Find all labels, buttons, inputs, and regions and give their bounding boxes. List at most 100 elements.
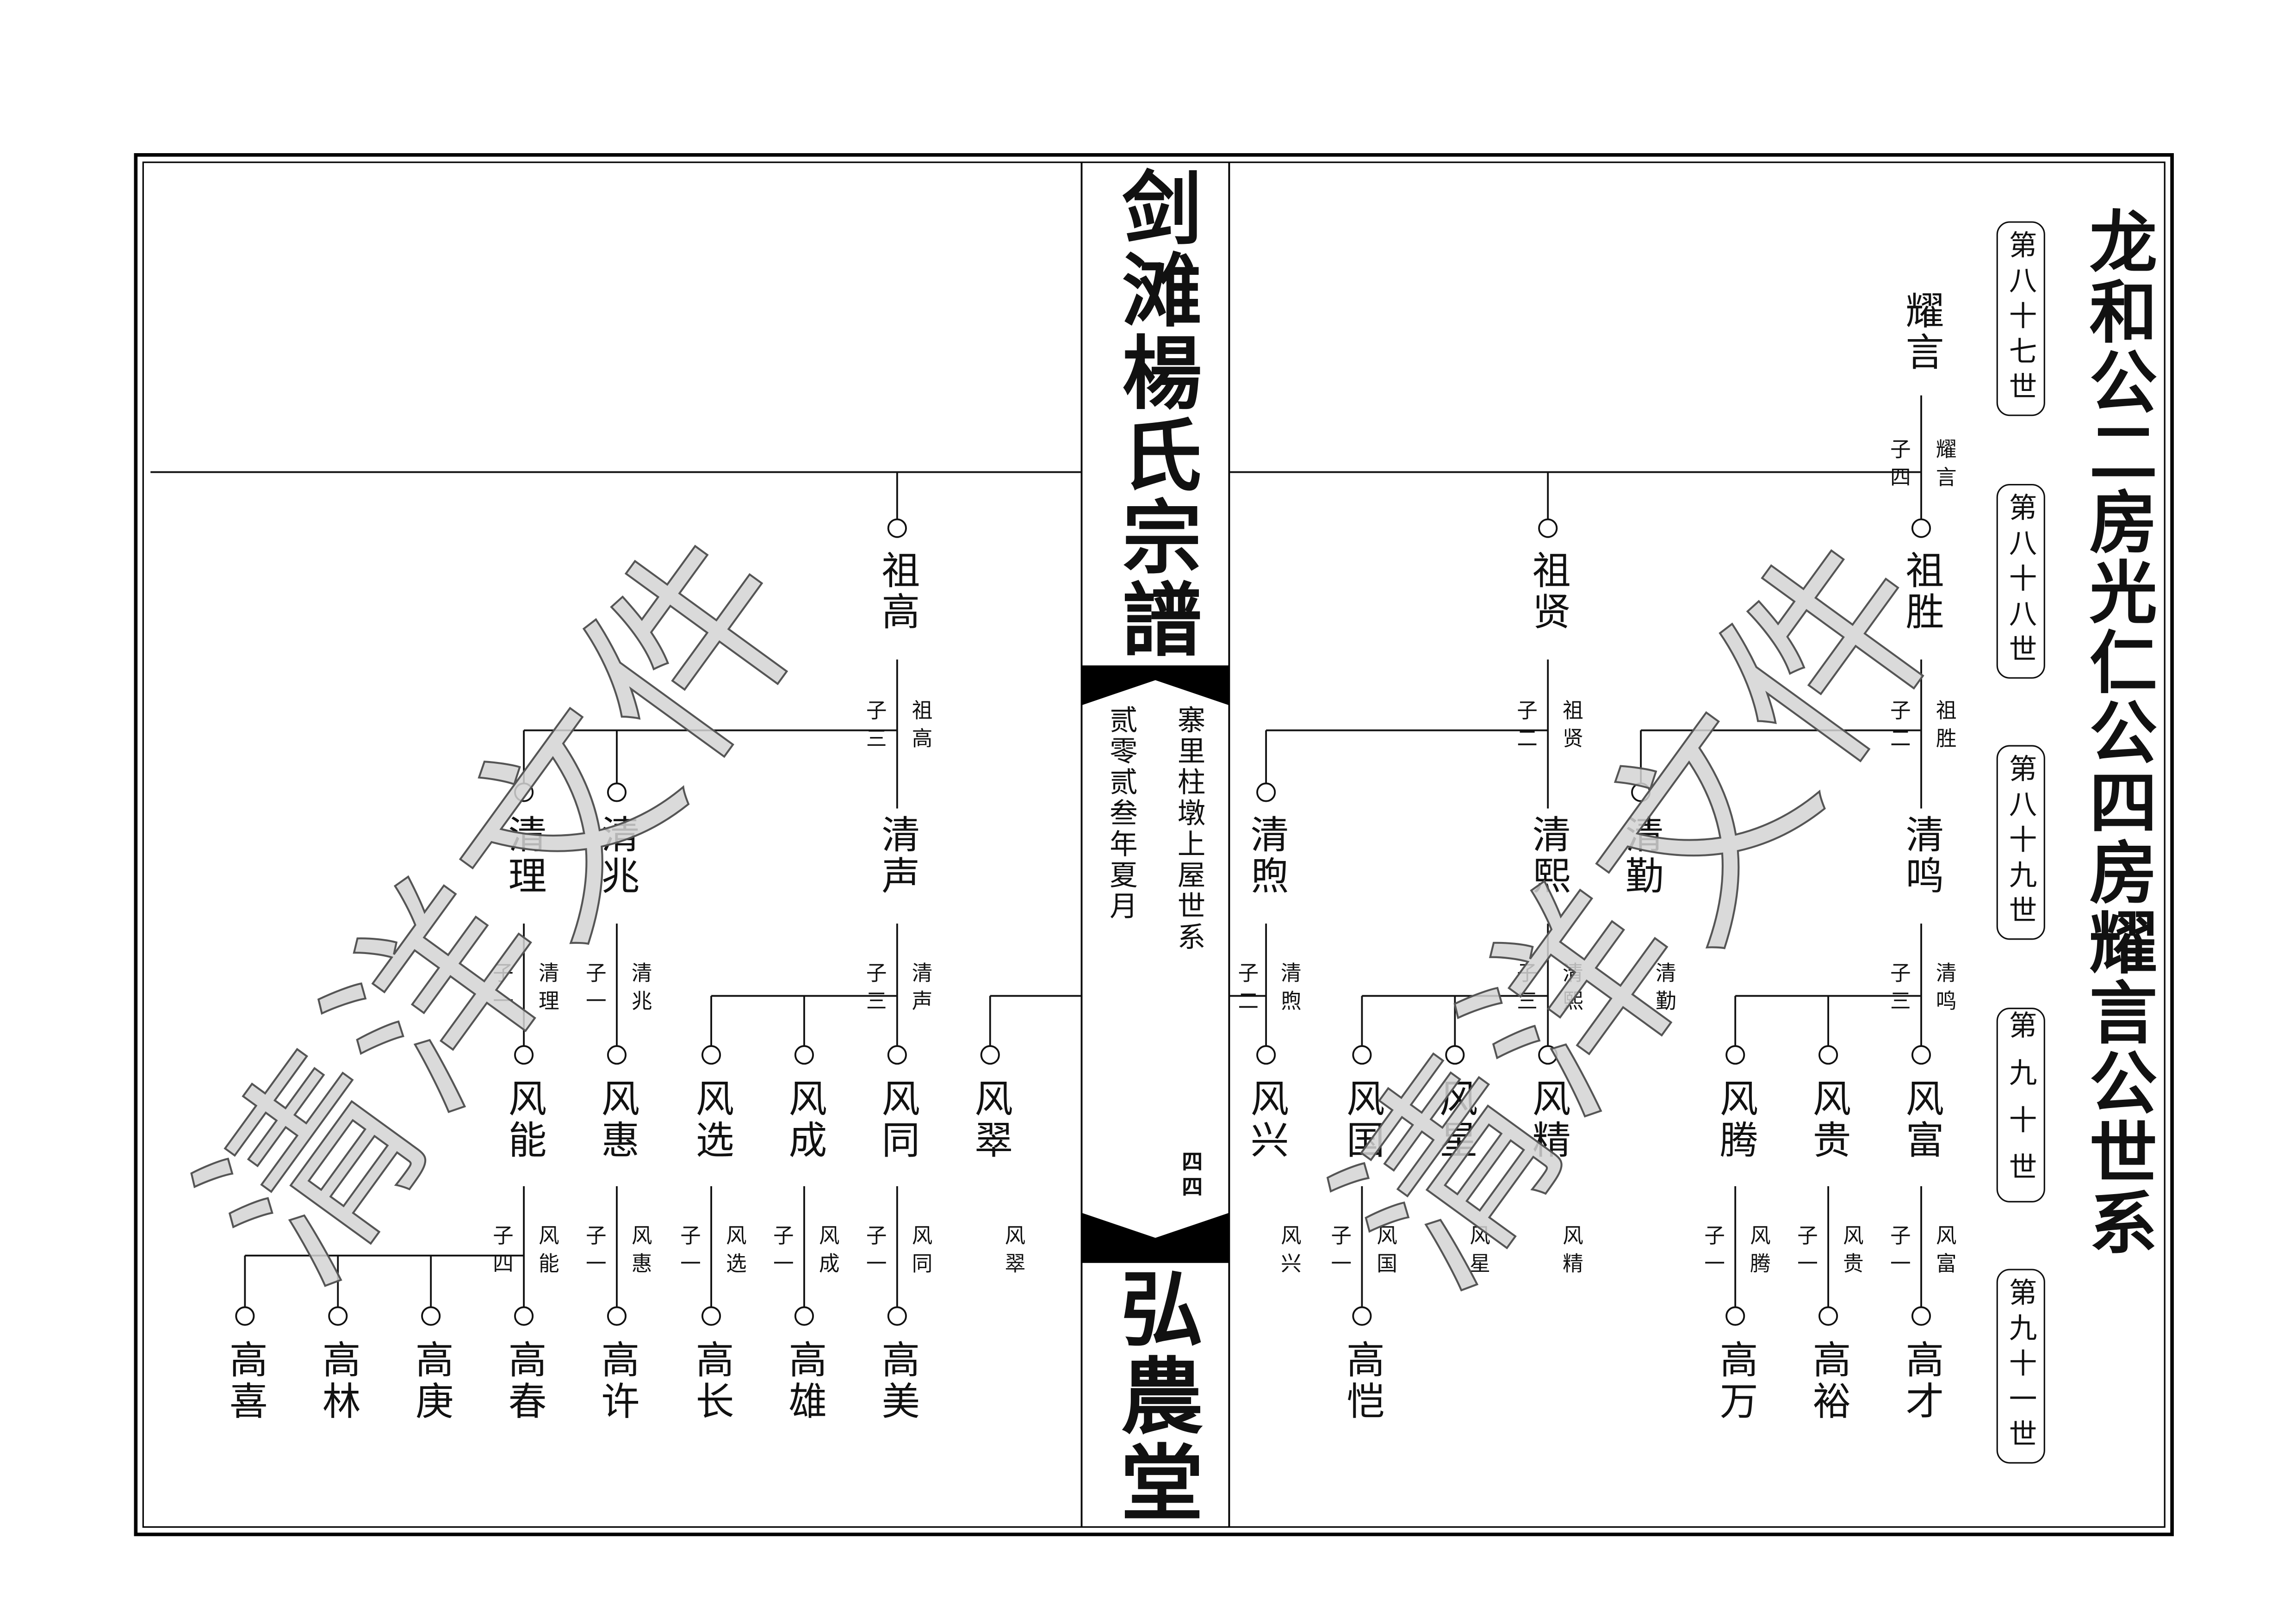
node-circle (607, 782, 627, 802)
sons-count-note: 子四 (1887, 438, 1911, 495)
connector-qingxu-sons (989, 923, 1267, 1046)
node-circle (421, 1306, 441, 1326)
person-name: 高庚 (409, 1339, 453, 1423)
node-circle (1352, 1306, 1372, 1326)
father-name-note: 祖高 (909, 699, 933, 756)
page-frame (134, 153, 2174, 1536)
father-name-note: 风星 (1466, 1224, 1490, 1281)
person-name: 风兴 (1244, 1078, 1288, 1161)
person-name: 风选 (689, 1078, 733, 1161)
sons-count-note: 子三 (1514, 962, 1538, 1018)
node-circle (1352, 1045, 1372, 1065)
father-name-note: 风贵 (1840, 1224, 1864, 1281)
sons-count-note: 子一 (583, 962, 607, 1018)
person-name: 高长 (689, 1339, 733, 1423)
father-name-note: 风富 (1933, 1224, 1957, 1281)
sons-count-note: 子一 (1887, 1224, 1911, 1281)
person-name: 清煦 (1244, 814, 1288, 897)
node-circle (1725, 1045, 1745, 1065)
connector-zuxian-sons (1265, 659, 1549, 809)
sons-count-note: 子一 (490, 962, 514, 1018)
person-name: 风成 (782, 1078, 826, 1161)
father-name-note: 风兴 (1278, 1224, 1302, 1281)
node-circle (887, 518, 907, 538)
person-name: 清理 (502, 814, 546, 897)
lineage-caption: 寨里柱墩上屋世系 (1173, 705, 1206, 954)
upper-fishtail (1081, 665, 1229, 706)
node-circle (514, 782, 534, 802)
node-circle (887, 1045, 907, 1065)
page-title: 龙和公二房光仁公四房耀言公世系 (2079, 206, 2159, 1258)
person-name: 清熙 (1526, 814, 1570, 897)
father-name-note: 风翠 (1002, 1224, 1026, 1281)
node-circle (607, 1306, 627, 1326)
father-name-note: 风选 (723, 1224, 747, 1281)
father-name-note: 风精 (1559, 1224, 1583, 1281)
father-name-note: 祖贤 (1559, 699, 1583, 756)
node-circle (980, 1045, 1000, 1065)
person-name: 清鸣 (1899, 814, 1943, 897)
connector-zugao-sons (523, 659, 898, 809)
generation-label: 第九十世 (1996, 1008, 2045, 1202)
person-name: 风惠 (595, 1078, 639, 1161)
person-name: 风腾 (1713, 1078, 1758, 1161)
node-circles (235, 518, 1931, 1326)
person-name: 高美 (875, 1339, 919, 1423)
sons-count-note: 子三 (1887, 962, 1911, 1018)
father-name-note: 风同 (909, 1224, 933, 1281)
sons-count-note: 子三 (863, 962, 887, 1018)
sons-count-note: 子一 (863, 1224, 887, 1281)
node-circle (1256, 782, 1276, 802)
person-name: 高万 (1713, 1339, 1758, 1423)
node-circle (701, 1045, 721, 1065)
person-name: 祖高 (875, 550, 919, 633)
node-circle (1256, 1045, 1276, 1065)
node-circle (514, 1306, 534, 1326)
sons-count-note: 子一 (1328, 1224, 1352, 1281)
node-circle (1818, 1306, 1838, 1326)
sons-count-note: 子二 (1514, 699, 1538, 756)
connector-qingming-sons (1734, 923, 1922, 1046)
person-name: 清兆 (595, 814, 639, 897)
father-name-note: 风能 (535, 1224, 559, 1281)
father-name-note: 耀言 (1933, 438, 1957, 495)
sons-count-note: 子二 (1887, 699, 1911, 756)
node-circle (1631, 782, 1651, 802)
sons-count-note: 子二 (1235, 962, 1259, 1018)
sons-count-note: 子一 (583, 1224, 607, 1281)
sons-count-note: 子四 (490, 1224, 514, 1281)
person-name: 风国 (1340, 1078, 1384, 1161)
person-name: 风能 (502, 1078, 546, 1161)
node-circle (887, 1306, 907, 1326)
generation-label-text: 第八十九世 (2004, 754, 2037, 931)
node-circle (1725, 1306, 1745, 1326)
generation-label: 第九十一世 (1996, 1269, 2045, 1464)
node-circle (607, 1045, 627, 1065)
generation-label: 第八十八世 (1996, 483, 2045, 679)
node-circle (1911, 1306, 1931, 1326)
father-name-note: 风成 (816, 1224, 840, 1281)
outer-frame (134, 153, 2174, 1536)
node-circle (1538, 518, 1558, 538)
date-caption: 贰零贰叁年夏月 (1105, 705, 1138, 923)
person-name: 高喜 (223, 1339, 267, 1423)
person-name: 风星 (1433, 1078, 1477, 1161)
connectors (150, 395, 1922, 1307)
hall-name: 弘農堂 (1106, 1266, 1204, 1527)
person-name: 清勤 (1619, 814, 1663, 897)
person-name: 清声 (875, 814, 919, 897)
sons-count-note: 子一 (1794, 1224, 1818, 1281)
page-number: 四四 (1179, 1151, 1203, 1201)
connector-fengneng-sons (244, 1186, 525, 1307)
father-name-note: 清理 (535, 962, 559, 1018)
generation-label-text: 第九十世 (2004, 1010, 2037, 1200)
person-name: 高裕 (1806, 1339, 1850, 1423)
sons-count-note: 子三 (863, 699, 887, 756)
inner-frame (142, 161, 2166, 1528)
generation-label-text: 第九十一世 (2004, 1277, 2037, 1455)
node-circle (1911, 518, 1931, 538)
father-name-note: 祖胜 (1933, 699, 1957, 756)
father-name-note: 清勤 (1652, 962, 1676, 1018)
father-name-note: 清煦 (1278, 962, 1302, 1018)
